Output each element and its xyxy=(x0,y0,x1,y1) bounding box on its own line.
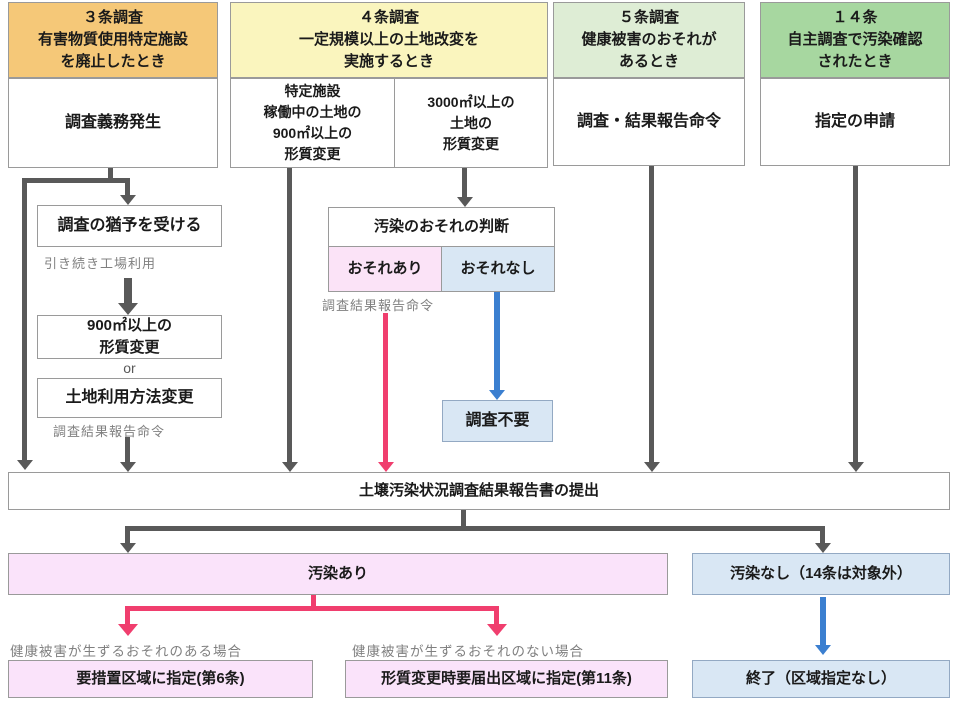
arrow-risk-present-to-report xyxy=(377,313,394,472)
box-action-required-area: 要措置区域に指定(第6条) xyxy=(8,660,313,698)
connector-report-stub xyxy=(461,510,466,530)
arrow-3000-to-judgment xyxy=(456,168,473,207)
note-health-risk-absent: 健康被害が生ずるおそれのない場合 xyxy=(352,644,584,659)
box-900m2-operating-land: 特定施設 稼働中の土地の 900㎡以上の 形質変更 xyxy=(230,78,395,168)
note-survey-result-order-mid: 調査結果報告命令 xyxy=(322,298,435,313)
cell-risk-present: おそれあり xyxy=(328,246,442,292)
box-survey-obligation: 調査義務発生 xyxy=(8,78,218,168)
box-no-survey-needed: 調査不要 xyxy=(442,400,553,442)
box-survey-grace: 調査の猶予を受ける xyxy=(37,205,222,247)
arrow-to-contaminated xyxy=(119,526,136,553)
box-contaminated: 汚染あり xyxy=(8,553,668,595)
connector-pink-stub xyxy=(311,595,316,611)
note-survey-result-order-left: 調査結果報告命令 xyxy=(53,424,166,439)
box-land-use-change: 土地利用方法変更 xyxy=(37,378,222,418)
box-end-no-designation: 終了（区域指定なし） xyxy=(692,660,950,698)
arrow-landuse-to-report xyxy=(119,437,136,472)
arrow-art14-to-report xyxy=(847,166,864,472)
box-report-submission: 土壌汚染状況調査結果報告書の提出 xyxy=(8,472,950,510)
box-3000m2-land: 3000㎡以上の 土地の 形質変更 xyxy=(394,78,548,168)
header-article3: ３条調査 有害物質使用特定施設 を廃止したとき xyxy=(8,2,218,78)
arrow-grace-to-900 xyxy=(118,278,138,315)
arrow-to-action-area xyxy=(117,606,138,636)
header-article4: ４条調査 一定規模以上の土地改変を 実施するとき xyxy=(230,2,548,78)
or-label: or xyxy=(123,360,136,376)
arrow-bypass-to-report xyxy=(16,178,33,470)
connector-pink-horizontal xyxy=(125,606,499,611)
connector-stub xyxy=(108,168,113,182)
arrow-art5-to-report xyxy=(643,166,660,472)
box-contamination-risk-judgment: 汚染のおそれの判断 xyxy=(328,207,555,247)
cell-risk-absent: おそれなし xyxy=(441,246,555,292)
arrow-900operating-to-report xyxy=(281,168,298,472)
header-article5: ５条調査 健康被害のおそれが あるとき xyxy=(553,2,745,78)
box-900m2-change: 900㎡以上の 形質変更 xyxy=(37,315,222,359)
box-designation-application: 指定の申請 xyxy=(760,78,950,166)
arrow-risk-absent-to-nosurvey xyxy=(489,292,505,400)
box-not-contaminated: 汚染なし（14条は対象外） xyxy=(692,553,950,595)
note-continue-factory-use: 引き続き工場利用 xyxy=(44,256,157,271)
arrow-to-end xyxy=(815,597,831,655)
connector-report-horizontal xyxy=(125,526,825,531)
arrow-to-notification-area xyxy=(486,606,507,636)
note-health-risk-present: 健康被害が生ずるおそれのある場合 xyxy=(10,644,242,659)
header-article14: １４条 自主調査で汚染確認 されたとき xyxy=(760,2,950,78)
box-survey-report-order: 調査・結果報告命令 xyxy=(553,78,745,166)
arrow-to-grace xyxy=(119,178,136,205)
connector-branch-horizontal xyxy=(22,178,130,183)
arrow-to-not-contaminated xyxy=(814,526,831,553)
box-notification-required-area: 形質変更時要届出区域に指定(第11条) xyxy=(345,660,668,698)
